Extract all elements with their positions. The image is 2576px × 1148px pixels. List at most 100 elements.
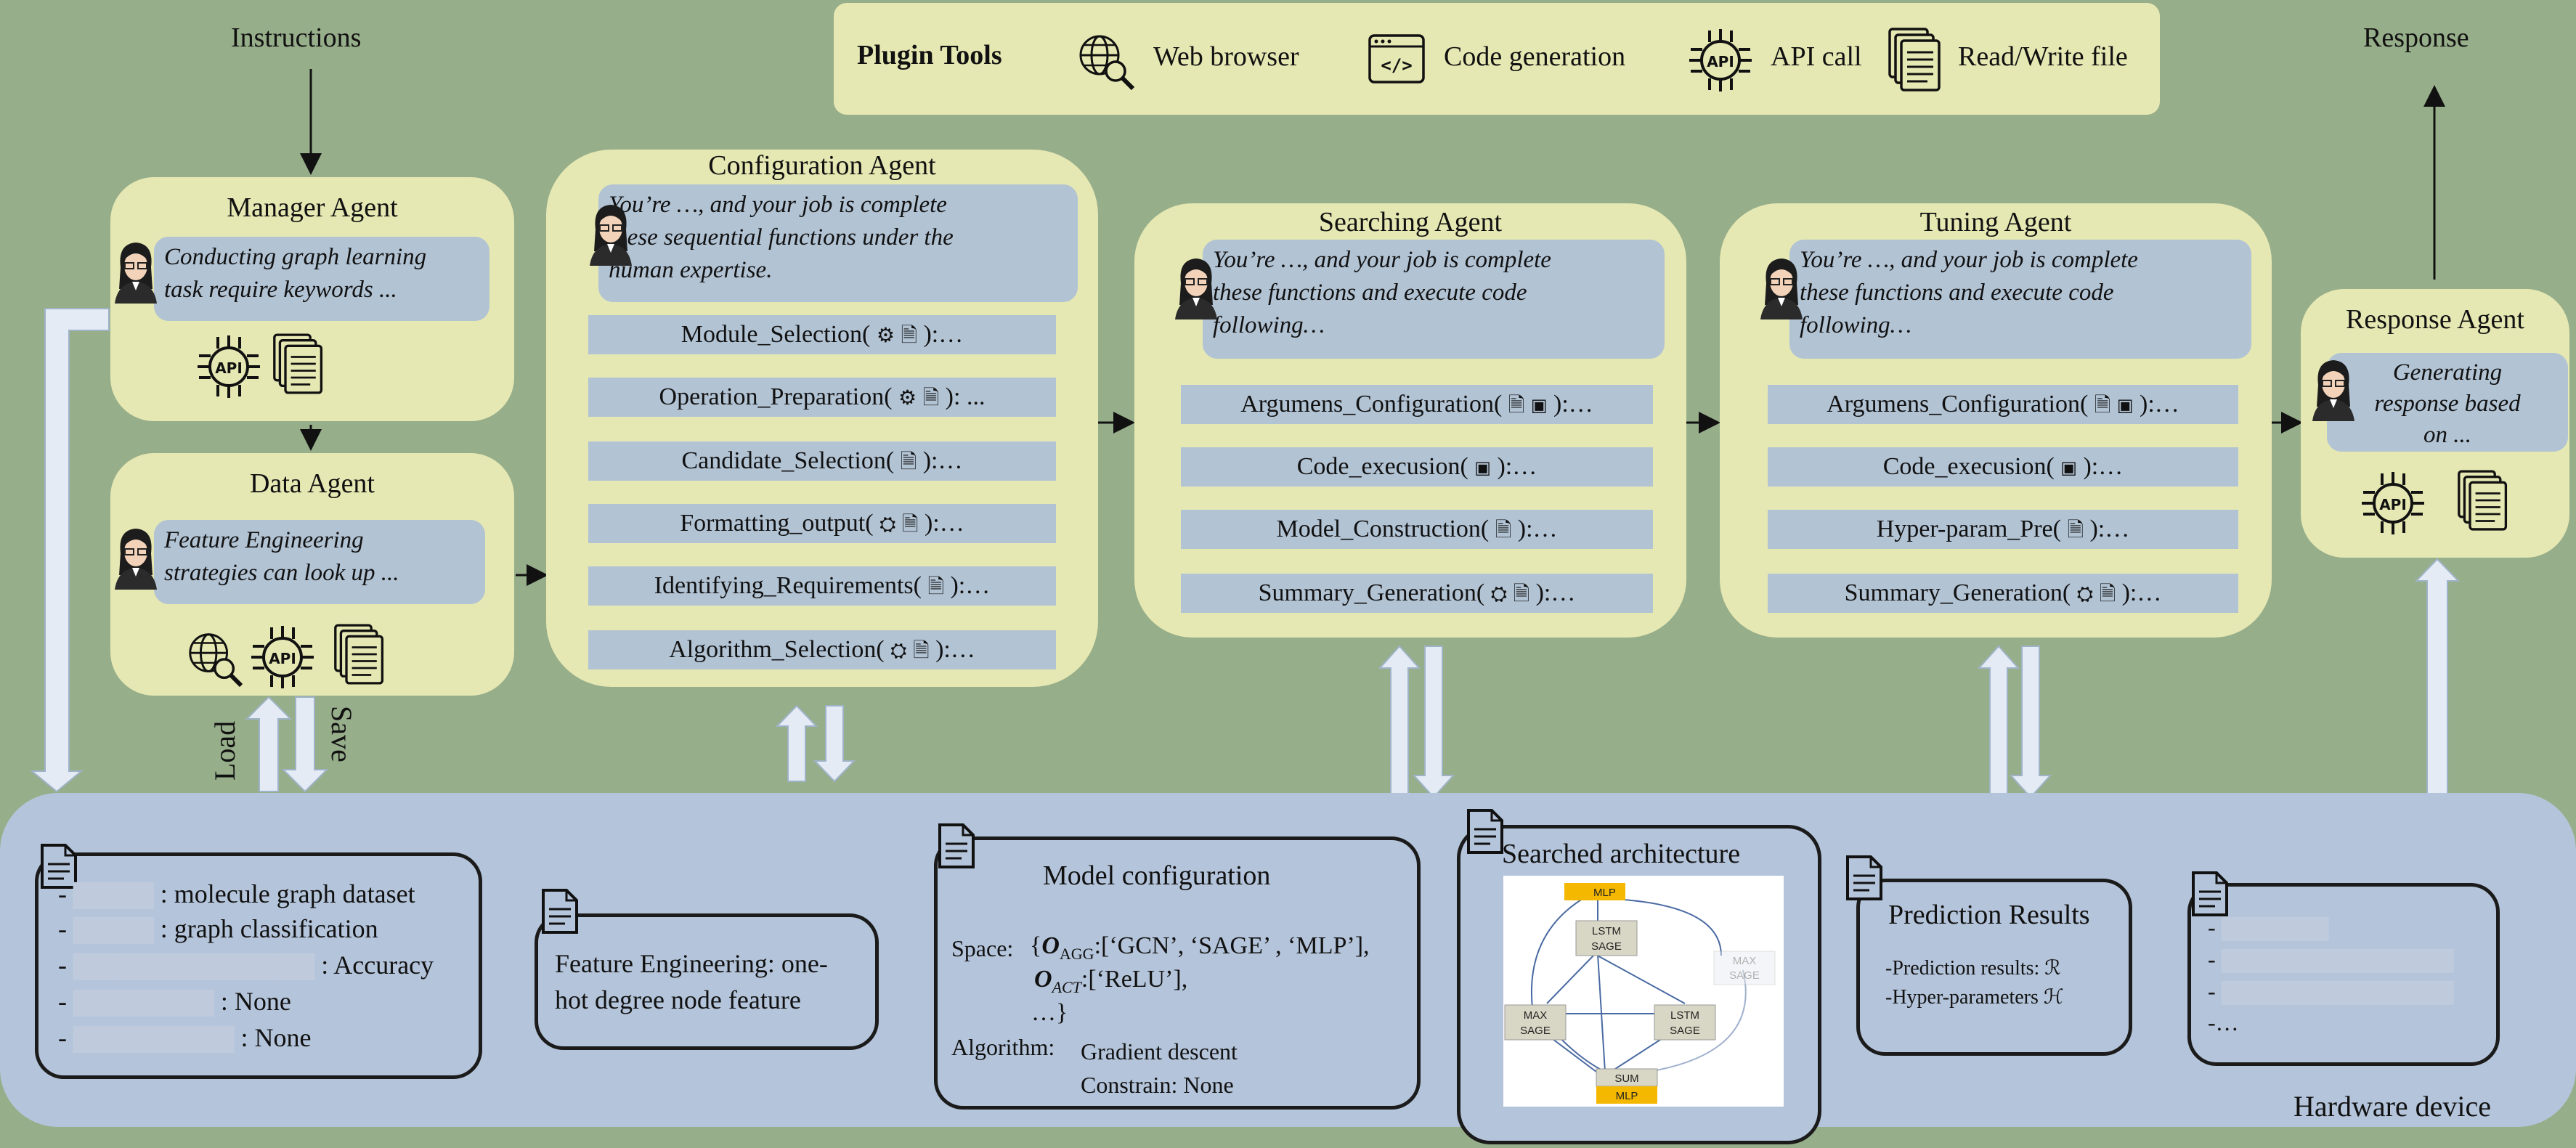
response-agent-box: Response Agent Generating response based… xyxy=(2301,289,2569,558)
feature-line2: hot degree node feature xyxy=(555,985,801,1014)
agent-avatar-icon xyxy=(115,529,157,590)
search-func-argumens-configuration: Argumens_Configuration( 🗎 ▣ ):… xyxy=(1181,385,1653,424)
document-icon xyxy=(2192,871,2228,916)
svg-text:API: API xyxy=(2379,496,2407,513)
func-label: Model_Construction( xyxy=(1276,516,1490,542)
api-chip-icon: ⛭ xyxy=(1490,583,1508,606)
agent-avatar-icon xyxy=(1760,258,1803,319)
instructions-label: Instructions xyxy=(231,23,362,53)
svg-text:</>: </> xyxy=(1381,55,1412,76)
searching-agent-prompt: You’re …, and your job is complete these… xyxy=(1203,240,1665,359)
document-icon: 🗎 xyxy=(1495,519,1512,542)
document-icon: 🗎 xyxy=(2067,519,2084,542)
code-window-icon: ▣ xyxy=(2116,396,2134,416)
arch-node-max-sage-faded: MAX SAGE xyxy=(1713,950,1776,985)
arch-node-label: SAGE xyxy=(1670,1025,1700,1037)
arch-node-label: MAX xyxy=(1733,955,1757,967)
config-prompt-line1: You’re …, and your job is complete xyxy=(609,192,947,218)
searching-agent-title: Searching Agent xyxy=(1318,207,1503,237)
model-space-label: Space: xyxy=(951,935,1014,961)
config-prompt-line3: human expertise. xyxy=(609,257,773,283)
config-func-candidate-selection: Candidate_Selection( 🗎 ):… xyxy=(588,441,1056,481)
model-algorithm-value: Gradient descent xyxy=(1081,1038,1238,1064)
tool-label-code-generation: Code generation xyxy=(1444,41,1626,72)
document-icon xyxy=(41,844,77,889)
manager-agent-prompt: Conducting graph learning task require k… xyxy=(154,237,489,321)
blurred-key: ▇▇▇▇▇▇▇ xyxy=(73,987,214,1016)
arch-node-label: SAGE xyxy=(1520,1025,1551,1037)
model-algorithm-label: Algorithm: xyxy=(951,1034,1055,1060)
func-label: Hyper-param_Pre( xyxy=(1876,516,2061,542)
document-icon: 🗎 xyxy=(901,513,919,537)
model-agg-text: :[‘GCN’, ‘SAGE’ , ‘MLP’], xyxy=(1094,932,1370,959)
tuning-func-summary-generation: Summary_Generation( ⛭ 🗎 ):… xyxy=(1768,574,2238,613)
model-act-text: :[‘ReLU’], xyxy=(1081,966,1188,993)
api-chip-icon: API xyxy=(251,626,314,688)
func-label: Code_execusion( xyxy=(1882,453,2055,480)
func-label: Summary_Generation( xyxy=(1844,579,2071,606)
document-stack-icon xyxy=(334,624,384,685)
data-prompt-line1: Feature Engineering xyxy=(164,527,364,553)
save-label: Save xyxy=(325,706,358,762)
summary-line-blurred-3: - ▇▇▇▇▇▇▇▇▇▇▇▇▇ xyxy=(2208,978,2454,1004)
data-agent-box: Data Agent Feature Engineering strategie… xyxy=(110,453,514,696)
document-icon: 🗎 xyxy=(927,576,944,599)
search-prompt-line2: these functions and execute code xyxy=(1213,280,1527,306)
func-label: Argumens_Configuration( xyxy=(1827,391,2089,418)
model-agg-line: {OAGG:[‘GCN’, ‘SAGE’ , ‘MLP’], xyxy=(1030,932,1370,963)
document-icon: 🗎 xyxy=(901,325,917,348)
func-suffix: ):… xyxy=(924,510,964,537)
search-func-model-construction: Model_Construction( 🗎 ):… xyxy=(1181,510,1653,549)
func-label: Candidate_Selection( xyxy=(681,447,895,474)
task-line-four: - ▇▇▇▇▇▇▇ : None xyxy=(58,987,291,1016)
func-label: Identifying_Requirements( xyxy=(654,572,922,599)
code-window-icon: ▣ xyxy=(1474,459,1491,479)
arch-node-label: LSTM xyxy=(1670,1009,1699,1022)
arch-node-max-sage: MAX SAGE xyxy=(1504,1004,1567,1041)
summary-line-blurred-2: - ▇▇▇▇▇▇▇▇▇▇▇▇▇ xyxy=(2208,946,2454,972)
feature-card xyxy=(535,913,879,1050)
document-icon xyxy=(542,889,578,934)
func-label: Algorithm_Selection( xyxy=(669,636,885,663)
arch-node-sum-mlp: SUM MLP xyxy=(1596,1068,1658,1104)
document-icon: 🗎 xyxy=(2099,583,2116,606)
code-window-icon: ▣ xyxy=(1530,396,1548,416)
func-suffix: ):… xyxy=(2083,453,2124,480)
config-func-algorithm-selection: Algorithm_Selection( ⛭ 🗎 ):… xyxy=(588,630,1056,669)
task-line-metric: - ▇▇▇▇▇▇▇▇▇▇▇▇ : Accuracy xyxy=(58,950,434,980)
func-label: Operation_Preparation( xyxy=(659,383,893,410)
config-func-module-selection: Module_Selection( ⚙ 🗎 ):… xyxy=(588,315,1056,354)
func-label: Summary_Generation( xyxy=(1258,579,1485,606)
response-agent-prompt: Generating response based on ... xyxy=(2327,353,2568,452)
task-value: : None xyxy=(240,1023,312,1052)
summary-card xyxy=(2187,883,2500,1066)
agent-avatar-icon xyxy=(1175,258,1217,319)
document-icon xyxy=(1467,809,1503,854)
func-suffix: ):… xyxy=(950,572,991,599)
code-window-icon: </> xyxy=(1368,34,1425,84)
manager-agent-title: Manager Agent xyxy=(227,192,398,223)
func-suffix: ):… xyxy=(923,321,964,348)
prediction-title: Prediction Results xyxy=(1888,900,2090,930)
response-prompt-line2: response based xyxy=(2374,391,2521,417)
model-config-title: Model configuration xyxy=(1043,860,1271,891)
func-suffix: ):… xyxy=(2121,579,2162,606)
tool-label-api-call: API call xyxy=(1771,41,1862,72)
func-suffix: ):… xyxy=(1517,516,1558,542)
model-act-line: OACT:[‘ReLU’], xyxy=(1034,966,1188,996)
arch-node-label: SAGE xyxy=(1729,969,1760,982)
document-icon: 🗎 xyxy=(922,387,940,410)
api-chip-icon: API xyxy=(198,335,260,398)
blurred-key: ▇▇▇▇ xyxy=(73,914,154,943)
api-chip-icon: ⛭ xyxy=(890,640,907,663)
func-suffix: ):… xyxy=(2140,391,2179,418)
arch-node-label: SAGE xyxy=(1591,940,1622,953)
arch-node-lstm-sage-2: LSTM SAGE xyxy=(1654,1004,1716,1041)
config-func-formatting-output: Formatting_output( ⛭ 🗎 ):… xyxy=(588,504,1056,543)
tuning-agent-prompt: You’re …, and your job is complete these… xyxy=(1789,240,2251,359)
func-suffix: ):… xyxy=(2089,516,2130,542)
task-value: : graph classification xyxy=(160,914,378,943)
api-chip-icon: ⛭ xyxy=(2076,583,2094,606)
task-line-task: - ▇▇▇▇ : graph classification xyxy=(58,914,378,943)
config-func-identifying-requirements: Identifying_Requirements( 🗎 ):… xyxy=(588,566,1056,606)
